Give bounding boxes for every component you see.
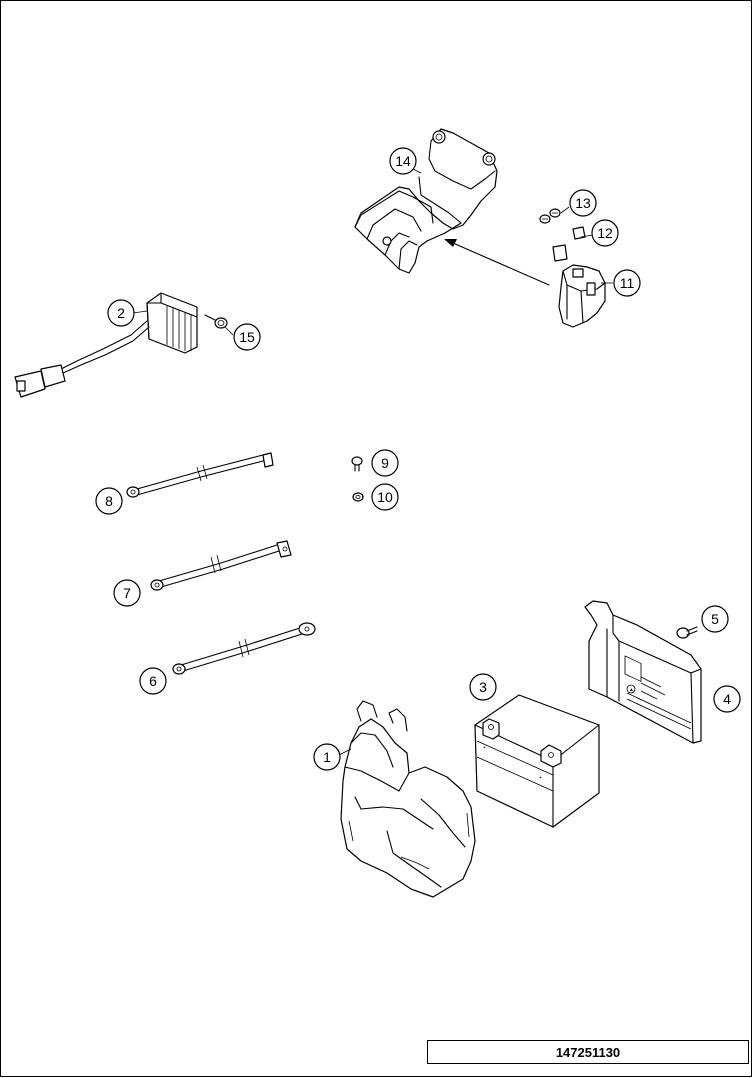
part-5-screw bbox=[676, 626, 698, 639]
callout-label-15: 15 bbox=[239, 329, 255, 345]
part-1-battery-holder bbox=[340, 700, 476, 898]
callout-label-9: 9 bbox=[381, 455, 389, 471]
part-15-screw bbox=[204, 314, 228, 329]
callout-label-3: 3 bbox=[479, 679, 487, 695]
callout-7: 7 bbox=[113, 579, 141, 607]
callout-label-13: 13 bbox=[575, 195, 591, 211]
callout-3: 3 bbox=[469, 673, 497, 701]
callout-label-7: 7 bbox=[123, 585, 131, 601]
assembly-arrow bbox=[444, 239, 550, 286]
svg-text:▲: ▲ bbox=[629, 687, 634, 693]
part-2-voltage-regulator bbox=[14, 292, 198, 398]
drawing-number-box: 147251130 bbox=[427, 1040, 749, 1064]
part-10-washer bbox=[352, 492, 364, 502]
callout-9: 9 bbox=[371, 449, 399, 477]
callout-2: 2 bbox=[107, 299, 135, 327]
callout-8: 8 bbox=[95, 487, 123, 515]
callout-label-1: 1 bbox=[323, 749, 331, 765]
callout-label-6: 6 bbox=[149, 673, 157, 689]
callout-14: 14 bbox=[389, 147, 417, 175]
callout-5: 5 bbox=[701, 605, 729, 633]
part-11-fuse-box bbox=[558, 264, 606, 328]
callout-4: 4 bbox=[713, 685, 741, 713]
callout-6: 6 bbox=[139, 667, 167, 695]
part-7-cable bbox=[150, 540, 292, 591]
part-13-fuse-screws bbox=[539, 208, 561, 224]
part-14-holder-bracket bbox=[354, 128, 498, 274]
callout-12: 12 bbox=[591, 219, 619, 247]
part-3-battery: + + bbox=[474, 694, 600, 828]
part-4-battery-cover: ▲ bbox=[584, 600, 702, 744]
callout-1: 1 bbox=[313, 743, 341, 771]
callout-11: 11 bbox=[613, 269, 641, 297]
part-6-cable bbox=[172, 622, 316, 675]
callout-label-5: 5 bbox=[711, 611, 719, 627]
callout-label-4: 4 bbox=[723, 691, 731, 707]
part-12-fuse bbox=[552, 226, 586, 262]
callout-label-2: 2 bbox=[117, 305, 125, 321]
callout-label-14: 14 bbox=[395, 153, 411, 169]
callout-15: 15 bbox=[233, 323, 261, 351]
svg-text:+: + bbox=[539, 775, 542, 781]
svg-text:+: + bbox=[483, 745, 486, 751]
callout-10: 10 bbox=[371, 483, 399, 511]
callout-label-12: 12 bbox=[597, 225, 613, 241]
callout-13: 13 bbox=[569, 189, 597, 217]
callout-label-8: 8 bbox=[105, 493, 113, 509]
part-8-ground-cable bbox=[126, 452, 274, 498]
drawing-number: 147251130 bbox=[555, 1044, 621, 1060]
callout-label-10: 10 bbox=[377, 489, 393, 505]
part-9-screw bbox=[351, 456, 363, 472]
callout-label-11: 11 bbox=[620, 275, 635, 291]
